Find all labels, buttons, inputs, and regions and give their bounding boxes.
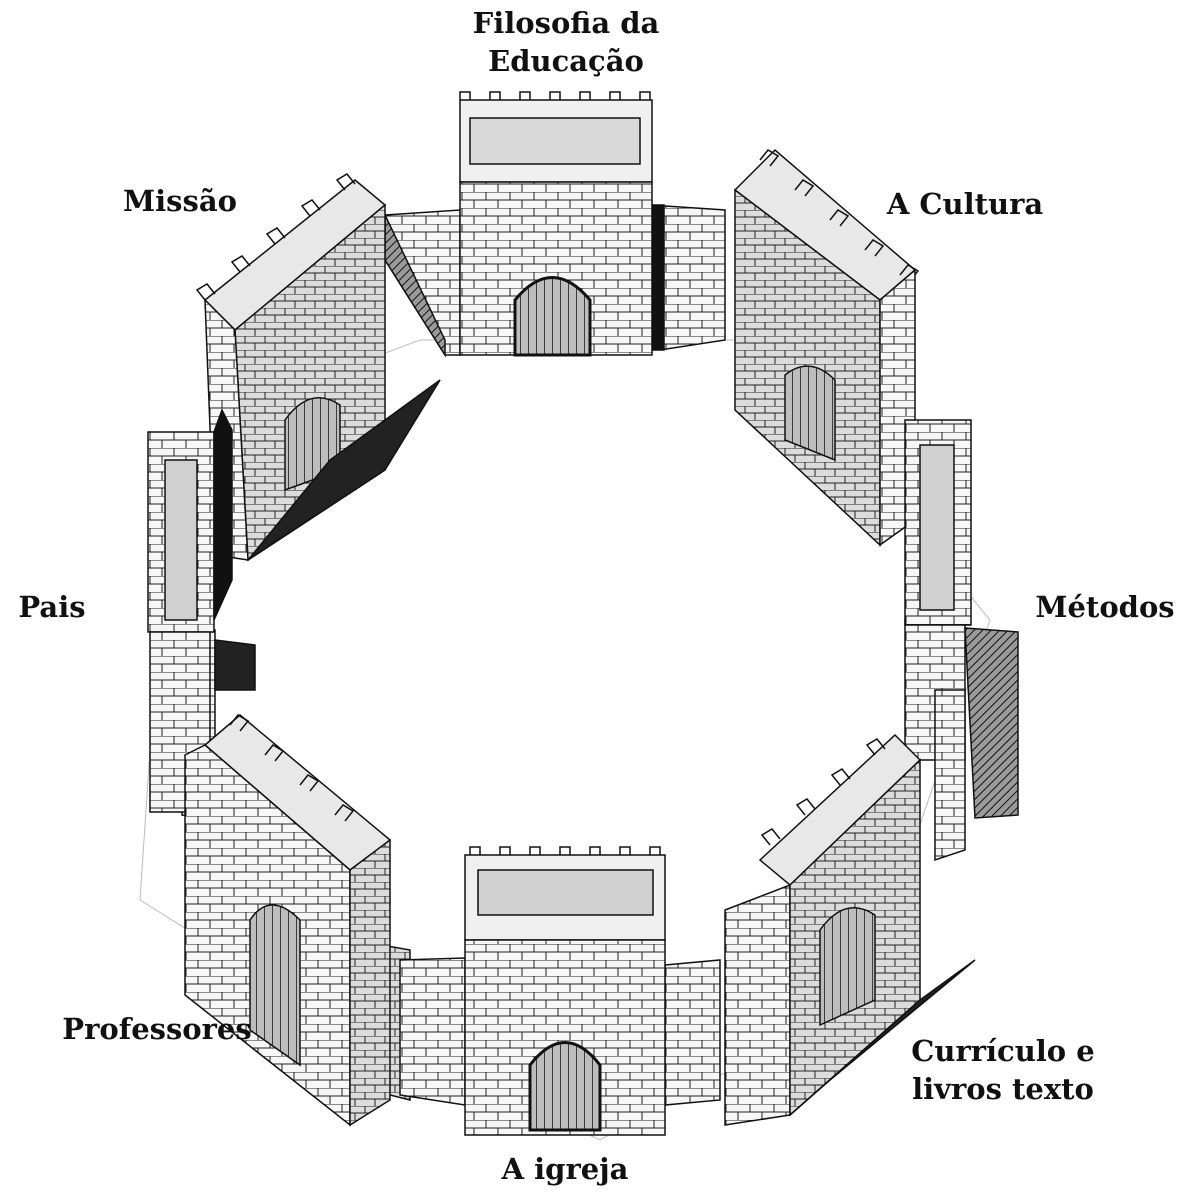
label-filosofia-line2: Educação <box>454 42 678 80</box>
label-igreja: A igreja <box>490 1150 640 1188</box>
label-filosofia-educacao: Filosofia da Educação <box>454 4 678 80</box>
tower-filosofia <box>460 92 652 355</box>
label-curriculo-line1: Currículo e <box>910 1032 1096 1070</box>
tower-igreja <box>465 847 665 1135</box>
label-missao: Missão <box>110 182 250 220</box>
label-cultura: A Cultura <box>880 185 1050 223</box>
label-curriculo: Currículo e livros texto <box>910 1032 1096 1108</box>
label-filosofia-line1: Filosofia da <box>454 4 678 42</box>
label-curriculo-line2: livros texto <box>910 1070 1096 1108</box>
label-pais: Pais <box>4 588 100 626</box>
tower-metodos <box>905 420 971 625</box>
tower-professores <box>185 715 390 1125</box>
label-metodos: Métodos <box>1030 588 1180 626</box>
label-professores: Professores <box>62 1010 252 1048</box>
